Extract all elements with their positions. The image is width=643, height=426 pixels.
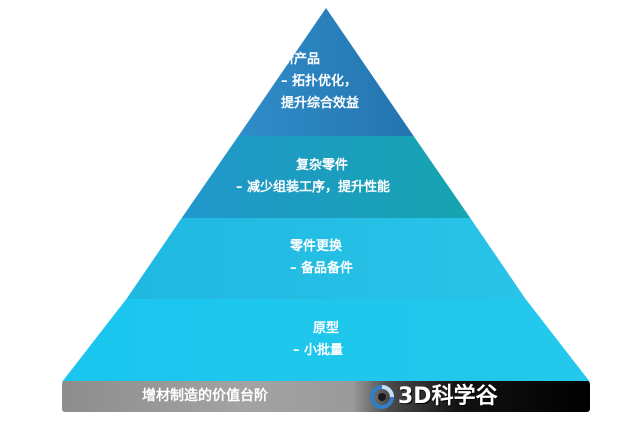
tier-prototype-title: 原型 [313,321,340,336]
tier-complex-parts-title: 复杂零件 [296,158,349,173]
tier-spare-parts-desc: – 备品备件 [290,261,354,276]
tier-spare-parts-shape [126,218,526,299]
ring-logo-icon [370,384,394,409]
tier-complex-parts-label: 复杂零件 – 减少组装工序，提升性能 [236,155,390,199]
tier-new-product-desc-1: – 拓扑优化， [281,74,358,89]
tier-new-product-label: 新产品 – 拓扑优化， 提升综合效益 [281,49,359,115]
tier-prototype-label: 原型 – 小批量 [293,318,343,362]
tier-new-product-title: 新产品 [281,52,321,67]
tier-spare-parts-title: 零件更换 [290,239,343,254]
tier-prototype-desc: – 小批量 [293,343,344,358]
banner-caption: 增材制造的价值台阶 [142,388,268,404]
tier-spare-parts-label: 零件更换 – 备品备件 [290,236,353,280]
tier-new-product-shape [238,8,414,136]
logo-text: 3D科学谷 [398,384,498,409]
value-ladder-banner: 增材制造的价值台阶 3D科学谷 [62,381,590,412]
tier-complex-parts-shape [181,136,471,218]
tier-new-product-desc-2: 提升综合效益 [281,96,360,111]
tier-complex-parts-desc: – 减少组装工序，提升性能 [236,180,391,195]
tier-prototype-shape [62,299,590,382]
brand-logo: 3D科学谷 [370,382,498,411]
